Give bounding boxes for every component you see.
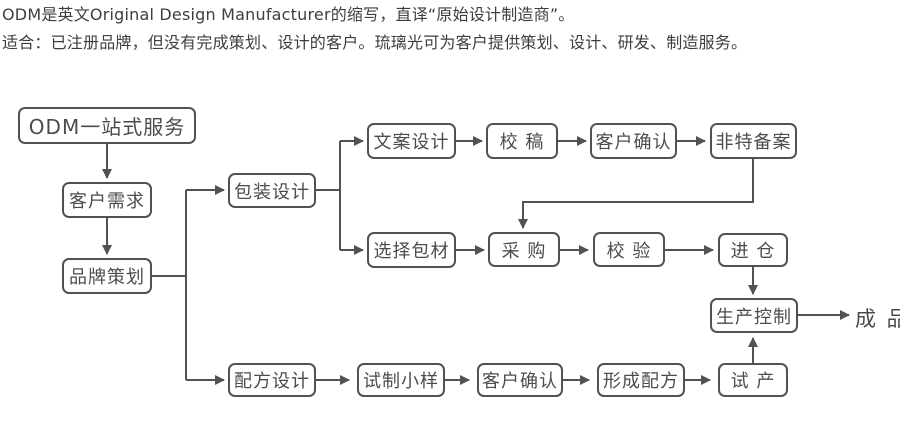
flow-node-finished-product: 成 品 [855,307,900,331]
header-line-1: ODM是英文Original Design Manufacturer的缩写，直译… [2,5,575,24]
flow-node-feite-filing: 非特备案 [710,123,797,159]
header-line-2: 适合：已注册品牌，但没有完成策划、设计的客户。琉璃光可为客户提供策划、设计、研发… [2,33,748,52]
flow-node-package-design: 包装设计 [228,173,316,208]
flow-node-client-confirm-bottom: 客户确认 [477,363,563,397]
flow-node-production-control: 生产控制 [710,298,798,333]
connector-package-design-trunk [316,141,341,250]
flow-node-trial-sample: 试制小样 [357,363,445,397]
flow-node-formula-form: 形成配方 [597,363,685,397]
flow-node-proofread: 校 稿 [486,123,558,159]
flow-node-brand-planning: 品牌策划 [62,258,152,294]
flow-node-trial-production: 试 产 [718,363,788,397]
flow-node-select-material: 选择包材 [367,232,456,268]
connector-feite-filing-to-purchase [518,159,754,229]
flow-node-client-confirm-top: 客户确认 [590,123,677,159]
flow-node-odm-service: ODM一站式服务 [18,107,196,144]
flow-node-customer-need: 客户需求 [62,182,152,218]
flow-node-inspection: 校 验 [593,232,665,267]
flow-node-copy-design: 文案设计 [367,123,456,159]
connector-brand-planning-trunk [152,190,187,380]
flow-node-formula-design: 配方设计 [228,363,316,397]
flow-node-warehouse-in: 进 仓 [718,233,788,267]
flow-node-purchase: 采 购 [488,232,560,267]
page-header: ODM是英文Original Design Manufacturer的缩写，直译… [2,4,882,60]
